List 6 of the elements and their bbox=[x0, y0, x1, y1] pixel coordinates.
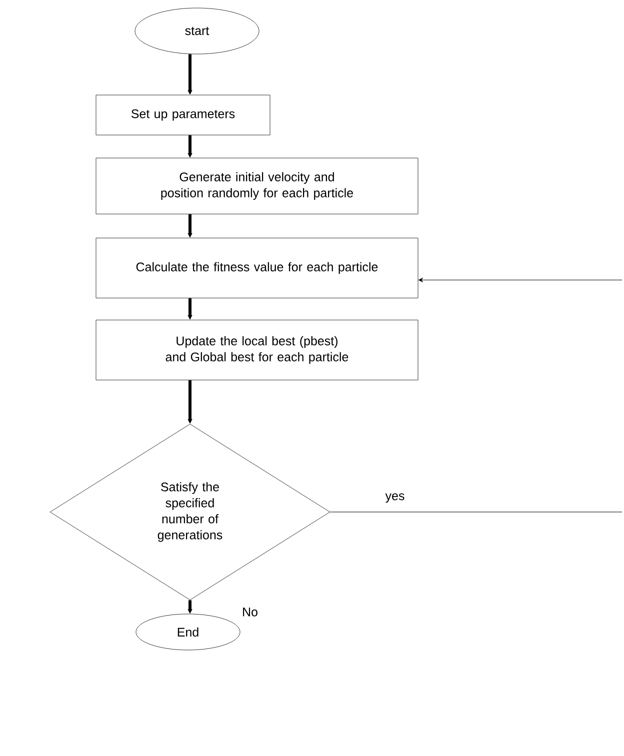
process-box: Update the local best (pbest) and Global best for each particle bbox=[96, 320, 418, 380]
process-box: Calculate the fitness value for each particle bbox=[96, 238, 418, 298]
edge-label: No bbox=[243, 608, 258, 616]
edge-label: yes bbox=[385, 493, 404, 503]
process-box: Set up parameters bbox=[96, 94, 270, 136]
process-box: Generate initial velocity and position randomly for each particle bbox=[96, 158, 418, 214]
